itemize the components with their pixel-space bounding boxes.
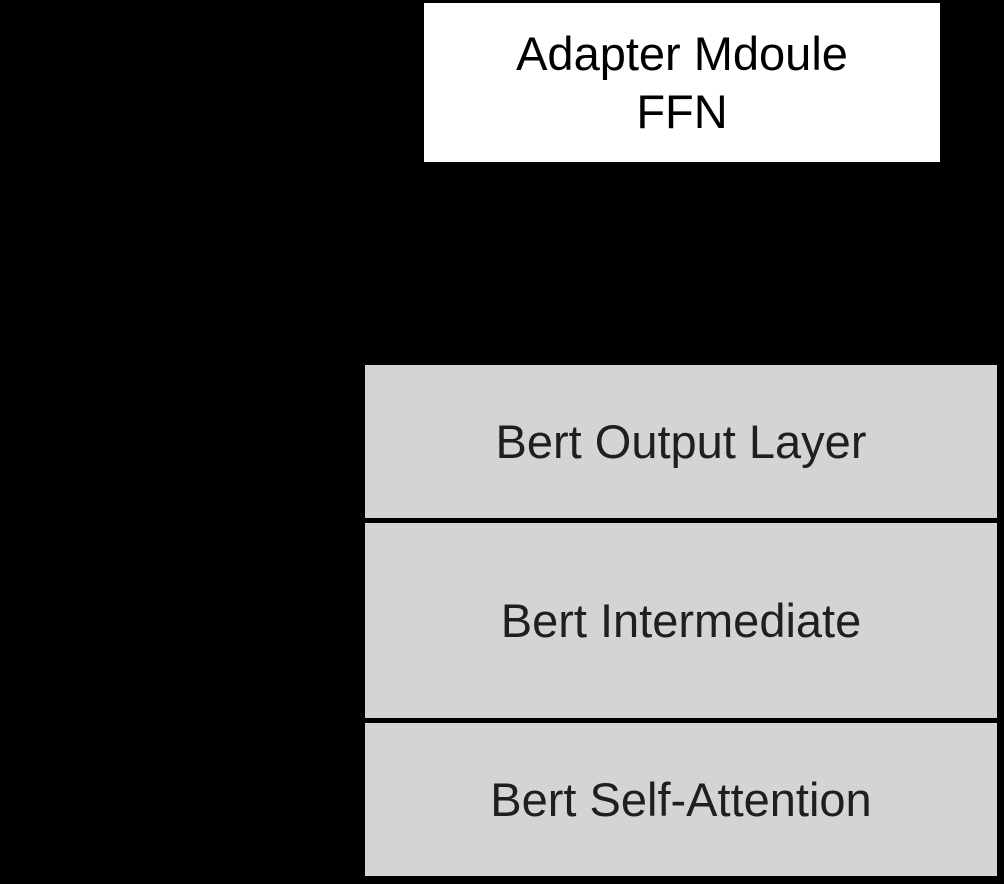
bert-output-layer-label: Bert Output Layer bbox=[495, 415, 867, 468]
bert-layer-stack: Bert Output Layer Bert Intermediate Bert… bbox=[362, 362, 1000, 879]
adapter-module-ffn-box: Adapter Mdoule FFN bbox=[424, 3, 940, 162]
bert-self-attention-label: Bert Self-Attention bbox=[490, 773, 872, 826]
bert-output-layer-box: Bert Output Layer bbox=[365, 365, 997, 518]
bert-intermediate-box: Bert Intermediate bbox=[365, 523, 997, 718]
adapter-box-subtitle: FFN bbox=[636, 84, 728, 138]
adapter-box-title: Adapter Mdoule bbox=[516, 26, 848, 80]
bert-self-attention-box: Bert Self-Attention bbox=[365, 723, 997, 876]
bert-intermediate-label: Bert Intermediate bbox=[500, 594, 862, 647]
